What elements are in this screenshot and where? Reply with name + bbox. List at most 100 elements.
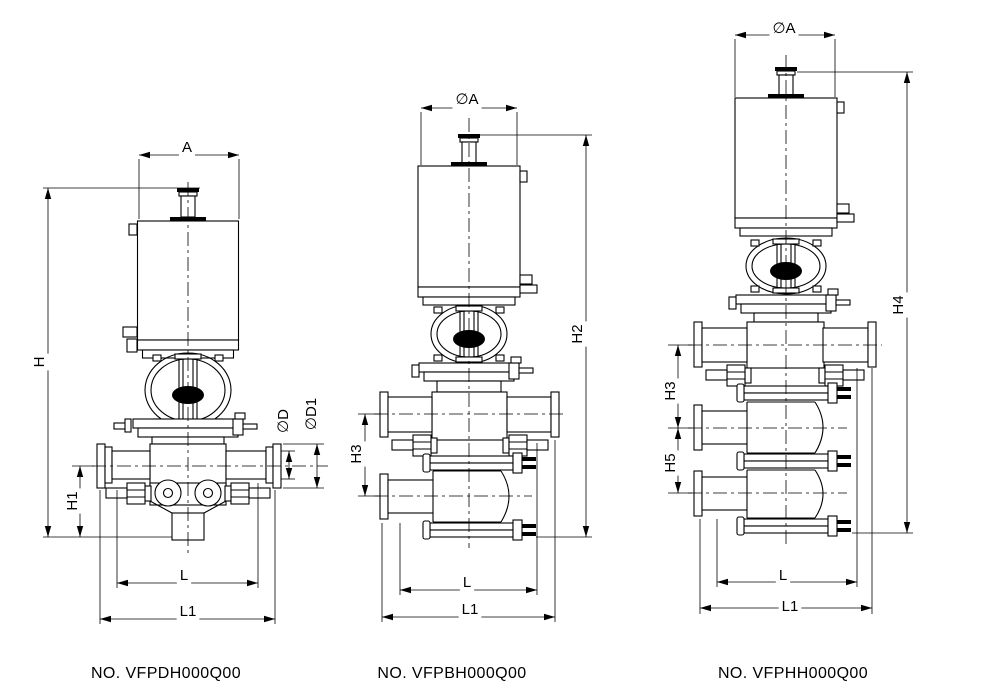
drawing-rect (248, 487, 271, 499)
port-ferrule-left (379, 473, 434, 520)
drawing-rect (214, 354, 224, 362)
dimension-arrow (506, 104, 517, 112)
drawing-rect (225, 450, 267, 480)
drawing-rect (508, 362, 520, 380)
port-ferrule-left (693, 470, 748, 517)
drawing-rect (431, 391, 508, 441)
label-backing (459, 573, 475, 592)
clamp-band (736, 450, 851, 472)
drawing-rect (705, 369, 728, 381)
drawing-rect (744, 367, 752, 384)
dimension-arrow (361, 485, 369, 496)
dimension-arrow (674, 482, 682, 493)
dimension-lines (668, 31, 913, 614)
drawing-circle (162, 487, 174, 499)
valve-body-drawing (92, 182, 328, 556)
drawing-rect (379, 391, 389, 438)
dimension-arrow (846, 578, 857, 586)
drawing-rect (422, 453, 431, 473)
dim-label-l1: L1 (782, 598, 799, 615)
drawing-rect (387, 396, 433, 433)
drawing-rect (122, 326, 138, 338)
drawing-ellipse (770, 262, 802, 280)
drawing-rect (867, 321, 877, 368)
label-backing (661, 450, 680, 476)
label-backing (176, 566, 192, 585)
drawing-rect (836, 213, 855, 223)
dimension-arrow (382, 613, 393, 621)
drawing-rect (128, 223, 138, 236)
drawing-rect (835, 299, 851, 306)
dimension-arrow (582, 135, 590, 146)
dimension-arrow (903, 522, 911, 533)
dimension-arrow (400, 586, 411, 594)
drawing-rect (433, 354, 443, 362)
front-port-bosses (154, 479, 222, 507)
dim-label-dia-d1: ∅D1 (303, 398, 320, 430)
dimension-arrow (861, 604, 872, 612)
drawing-rect (230, 482, 250, 505)
drawing-rect (512, 452, 523, 474)
drawing-rect (842, 369, 865, 381)
dimension-arrow (582, 526, 590, 537)
dimension-arrow (544, 613, 555, 621)
drawing-rect (818, 367, 826, 384)
valve-body-drawing (688, 55, 882, 548)
side-ports (379, 391, 560, 438)
drawing-rect (522, 465, 536, 469)
side-ports (693, 321, 877, 368)
dimension-arrow (264, 615, 275, 623)
drawing-rect (126, 482, 146, 505)
label-backing (30, 353, 49, 371)
drawing-rect (736, 516, 745, 536)
dimension-arrow (76, 466, 84, 477)
drawing-rect (429, 455, 514, 464)
lower-bowl (693, 469, 824, 519)
drawing-rect (144, 485, 152, 502)
tri-clamp-flange (113, 412, 258, 438)
drawing-rect (825, 294, 837, 312)
drawing-rect (429, 529, 514, 538)
clamp-band (736, 515, 851, 537)
label-backing (458, 600, 482, 619)
drawing-rect (837, 528, 851, 532)
label-backing (769, 19, 799, 38)
drawing-rect (550, 391, 560, 438)
drawing-rect (391, 439, 414, 451)
dim-label-l1: L1 (462, 601, 479, 618)
label-backing (63, 488, 82, 514)
drawing-rect (693, 470, 703, 517)
drawing-rect (124, 418, 132, 433)
dim-label-h1: H1 (64, 491, 81, 510)
drawing-circle (194, 479, 222, 507)
clamp-band (736, 382, 851, 404)
drawing-circle (154, 479, 182, 507)
label-backing (775, 566, 791, 585)
label-backing (452, 90, 482, 109)
union-nut-port (224, 482, 271, 505)
drawing-rect (736, 451, 745, 471)
union-nut-port (105, 482, 152, 505)
drawing-rect (152, 354, 162, 362)
dim-label-h4: H4 (890, 295, 907, 314)
drawing-rect (387, 479, 434, 514)
dim-label-dia-a: ∅A (455, 91, 478, 108)
label-backing (889, 292, 908, 318)
union-nut-port (391, 434, 438, 457)
drawing-rect (837, 463, 851, 467)
dim-label-h2: H2 (569, 324, 586, 343)
dimension-arrow (313, 477, 321, 488)
dimension-arrow (117, 579, 128, 587)
label-backing (176, 602, 200, 621)
union-nut-port (818, 364, 865, 387)
drawing-rect (430, 437, 438, 454)
label-backing (661, 378, 680, 404)
dim-label-h5: H5 (662, 453, 679, 472)
drawing-rect (522, 457, 536, 461)
union-nut-port (502, 434, 549, 457)
drawing-rect (429, 522, 514, 531)
dimension-arrow (139, 151, 150, 159)
dim-label-h: H (31, 357, 48, 368)
